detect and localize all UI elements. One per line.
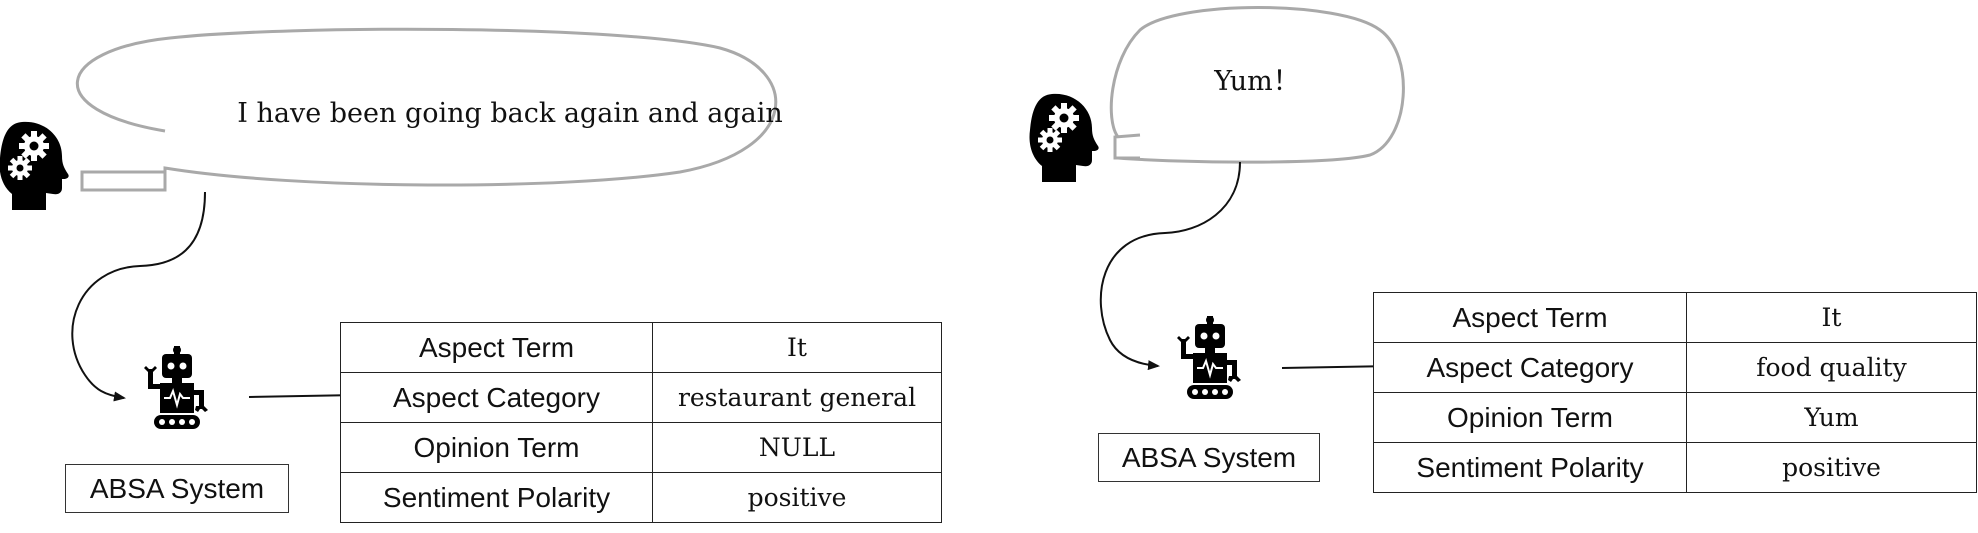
utterance-text-right: Yum！ <box>1213 66 1299 97</box>
thinking-head-icon <box>1029 93 1099 182</box>
table-row: Aspect Term It <box>340 322 942 373</box>
row-value: It <box>652 322 942 373</box>
row-value: food quality <box>1686 342 1977 393</box>
table-row: Opinion Term NULL <box>340 422 942 473</box>
row-value: It <box>1686 292 1977 343</box>
absa-system-label-right: ABSA System <box>1098 433 1320 482</box>
utterance-text-left: I have been going back again and again <box>237 98 783 129</box>
flow-curve-right <box>1099 161 1241 371</box>
row-key: Sentiment Polarity <box>340 472 653 523</box>
table-row: Sentiment Polarity positive <box>340 472 942 523</box>
robot-icon <box>1176 315 1242 400</box>
row-value: NULL <box>652 422 942 473</box>
speech-bubble-right-tail <box>1113 133 1141 160</box>
row-value: positive <box>1686 442 1977 493</box>
arrow-left-to-table <box>248 390 360 401</box>
table-row: Aspect Category restaurant general <box>340 372 942 423</box>
thinking-head-icon <box>0 121 69 210</box>
speech-bubble-right <box>1109 6 1405 164</box>
row-key: Aspect Term <box>340 322 653 373</box>
table-row: Opinion Term Yum <box>1373 392 1977 443</box>
absa-table-right: Aspect Term It Aspect Category food qual… <box>1373 292 1977 493</box>
table-row: Sentiment Polarity positive <box>1373 442 1977 493</box>
row-key: Opinion Term <box>340 422 653 473</box>
table-row: Aspect Term It <box>1373 292 1977 343</box>
absa-table-left: Aspect Term It Aspect Category restauran… <box>340 322 942 523</box>
flow-curve-left <box>71 191 206 402</box>
row-value: restaurant general <box>652 372 942 423</box>
row-key: Aspect Term <box>1373 292 1687 343</box>
row-key: Aspect Category <box>1373 342 1687 393</box>
table-row: Aspect Category food quality <box>1373 342 1977 393</box>
absa-system-label-left: ABSA System <box>65 464 289 513</box>
row-key: Aspect Category <box>340 372 653 423</box>
row-key: Sentiment Polarity <box>1373 442 1687 493</box>
speech-bubble-left <box>76 27 778 192</box>
robot-icon <box>143 345 209 430</box>
row-value: positive <box>652 472 942 523</box>
row-value: Yum <box>1686 392 1977 443</box>
row-key: Opinion Term <box>1373 392 1687 443</box>
